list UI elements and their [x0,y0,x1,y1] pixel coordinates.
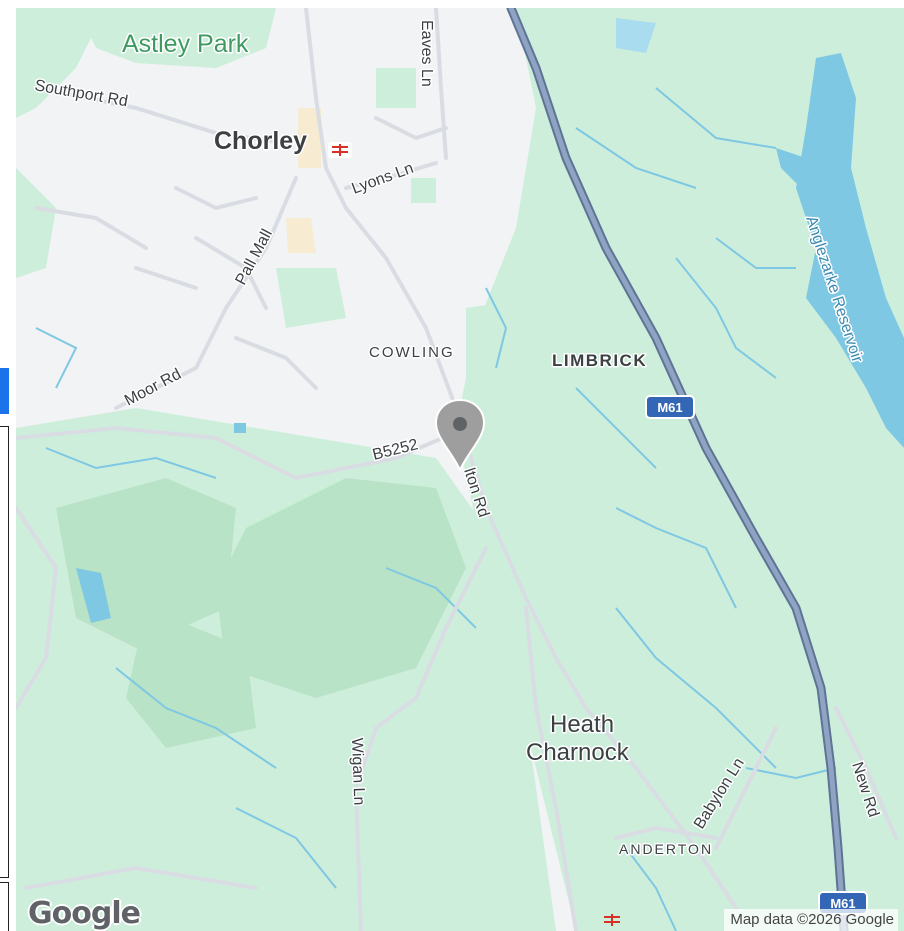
google-logo: Google [28,896,141,931]
eaves-ln-label: Eaves Ln [418,20,435,87]
map-canvas[interactable]: M61 M61 Astley Park Chorley COWLING LIMB… [16,8,904,931]
water-small-2 [76,568,111,623]
map-attribution[interactable]: Map data ©2026 Google [724,909,898,931]
limbrick-label: LIMBRICK [552,351,647,370]
side-panel-edge-lower [0,882,9,931]
rail-station-icon [328,142,352,158]
water-small-4 [616,18,656,53]
m61-shield: M61 [645,395,695,419]
heath-label: Heath [550,711,614,738]
cowling-label: COWLING [369,344,455,361]
town-centre [286,108,321,253]
m61-shield-label: M61 [657,400,682,415]
streams [35,87,837,931]
m61-motorway [508,8,847,931]
rail-station-icon-bottom [604,914,620,926]
m61-shield-bottom-label: M61 [830,896,855,911]
charnock-label: Charnock [526,739,630,766]
chorley-label: Chorley [214,127,307,155]
water-small-3 [234,423,246,433]
location-pin-icon[interactable] [434,398,486,473]
anglezarke-reservoir-water [796,53,904,448]
water-small-1 [776,148,816,183]
anderton-label: ANDERTON [619,841,713,857]
side-panel-edge [0,426,9,878]
minor-roads [16,8,898,931]
wigan-ln-label: Wigan Ln [348,738,367,806]
panel-tab[interactable] [0,368,9,414]
astley-park-label: Astley Park [122,30,249,58]
